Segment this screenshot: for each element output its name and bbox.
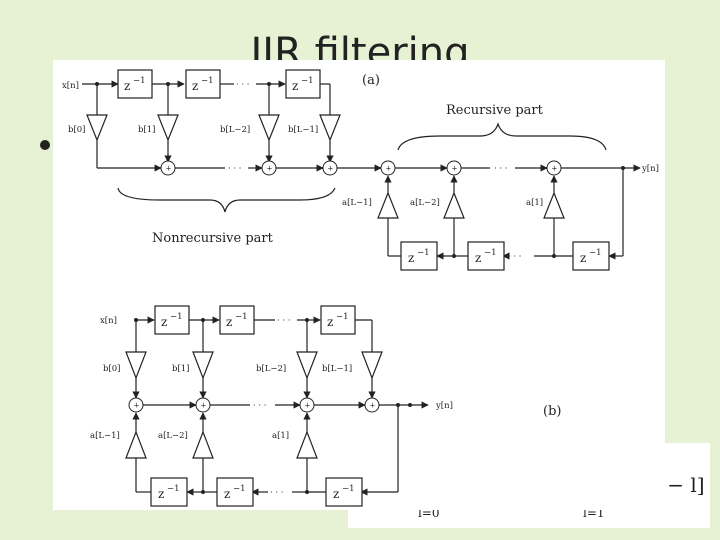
- svg-text:z: z: [327, 315, 333, 329]
- diagram-b-delay-1: z−1: [154, 305, 190, 335]
- svg-text:−1: −1: [235, 312, 248, 322]
- svg-text:z: z: [192, 79, 198, 93]
- diagram-a-coeff-aL1: a[L−1]: [342, 198, 372, 208]
- diagram-b-fb-delay-3: z−1: [325, 477, 363, 507]
- diagram-b-delay-2: z−1: [219, 305, 255, 335]
- svg-text:+: +: [386, 165, 392, 173]
- diagram-a-gain-b1: [157, 114, 179, 142]
- svg-text:z: z: [475, 251, 481, 265]
- svg-text:+: +: [328, 165, 334, 173]
- svg-text:−1: −1: [233, 484, 246, 494]
- diagram-b-sum-nodes: + + + +: [128, 397, 380, 413]
- diagram-a-mid-ellipsis: · · ·: [228, 164, 242, 174]
- svg-text:−1: −1: [133, 76, 146, 86]
- diagram-b: x[n] (b) · · · z−1 z−1 z−1 b[0] b[1: [90, 305, 561, 507]
- diagram-b-coeff-bL1: b[L−1]: [322, 364, 352, 374]
- diagram-a-top-ellipsis: · · ·: [236, 80, 250, 90]
- diagram-a-coeff-a1: a[1]: [526, 198, 543, 208]
- svg-text:z: z: [408, 251, 414, 265]
- svg-text:−1: −1: [170, 312, 183, 322]
- diagram-b-delay-3: z−1: [320, 305, 356, 335]
- diagram-b-coeff-b1: b[1]: [172, 364, 189, 374]
- diagram-b-coeff-b0: b[0]: [103, 364, 120, 374]
- svg-text:+: +: [552, 165, 558, 173]
- svg-text:−1: −1: [342, 484, 355, 494]
- diagram-a-panel-label: (a): [362, 73, 380, 88]
- diagram-b-coeff-aL2: a[L−2]: [158, 431, 188, 441]
- diagram-b-coeff-aL1: a[L−1]: [90, 431, 120, 441]
- iir-block-diagram-figure: x[n] (a) · · · z−1 z−1 z−1: [53, 60, 665, 510]
- diagram-a-nonrecursive-label: Nonrecursive part: [152, 231, 274, 246]
- diagram-a: x[n] (a) · · · z−1 z−1 z−1: [62, 69, 659, 271]
- diagram-b-input-label: x[n]: [100, 316, 117, 326]
- svg-text:z: z: [580, 251, 586, 265]
- diagram-b-gain-b1: [192, 351, 214, 380]
- svg-text:z: z: [124, 79, 130, 93]
- diagram-b-fb-delay-1: z−1: [150, 477, 188, 507]
- diagram-b-panel-label: (b): [543, 404, 561, 419]
- svg-text:−1: −1: [167, 484, 180, 494]
- diagram-a-coeff-bL2: b[L−2]: [220, 125, 250, 135]
- diagram-b-gain-bL2: [296, 351, 318, 380]
- diagram-b-gain-aL2: [192, 430, 214, 459]
- svg-text:−1: −1: [336, 312, 349, 322]
- svg-text:+: +: [305, 402, 311, 410]
- diagram-a-gain-bL2: [258, 114, 280, 142]
- diagram-a-fb-delay-3: z−1: [572, 241, 610, 271]
- diagram-b-coeff-bL2: b[L−2]: [256, 364, 286, 374]
- svg-text:z: z: [224, 487, 230, 501]
- diagram-a-gain-aL1: [377, 191, 399, 219]
- svg-text:+: +: [201, 402, 207, 410]
- diagram-a-rec-ellipsis: · · ·: [494, 164, 508, 174]
- diagram-a-gain-b0: [86, 114, 108, 142]
- svg-text:+: +: [452, 165, 458, 173]
- svg-text:+: +: [370, 402, 376, 410]
- svg-text:−1: −1: [589, 248, 602, 258]
- iir-block-diagram-svg: x[n] (a) · · · z−1 z−1 z−1: [62, 69, 659, 507]
- diagram-a-coeff-aL2: a[L−2]: [410, 198, 440, 208]
- diagram-a-gain-a1: [543, 191, 565, 219]
- diagram-a-delay-1: z−1: [117, 69, 153, 99]
- diagram-a-delay-2: z−1: [185, 69, 221, 99]
- diagram-b-gain-a1: [296, 430, 318, 459]
- diagram-a-input-label: x[n]: [62, 81, 79, 91]
- diagram-a-delay-3: z−1: [285, 69, 321, 99]
- svg-text:z: z: [226, 315, 232, 329]
- svg-text:−1: −1: [417, 248, 430, 258]
- diagram-a-bottom-ellipsis: · · ·: [508, 252, 522, 262]
- svg-text:+: +: [134, 402, 140, 410]
- diagram-b-output-label: y[n]: [435, 401, 453, 411]
- svg-text:−1: −1: [484, 248, 497, 258]
- svg-text:+: +: [267, 165, 273, 173]
- bullet-marker: [40, 140, 50, 150]
- diagram-b-top-ellipsis: · · ·: [277, 316, 291, 326]
- diagram-a-fb-delay-2: z−1: [467, 241, 505, 271]
- diagram-a-nonrecursive-brace: [117, 187, 336, 213]
- diagram-b-gain-b0: [125, 351, 147, 380]
- diagram-b-gain-bL1: [361, 351, 383, 380]
- diagram-a-coeff-b0: b[0]: [68, 125, 85, 135]
- svg-text:+: +: [166, 165, 172, 173]
- svg-text:−1: −1: [301, 76, 314, 86]
- diagram-b-mid-ellipsis: · · ·: [253, 401, 267, 411]
- svg-text:z: z: [292, 79, 298, 93]
- diagram-a-sum-nodes: + + + + + +: [160, 160, 562, 176]
- diagram-a-recursive-brace: [397, 122, 607, 151]
- diagram-b-fb-delay-2: z−1: [216, 477, 254, 507]
- diagram-a-coeff-b1: b[1]: [138, 125, 155, 135]
- diagram-a-gain-bL1: [319, 114, 341, 142]
- diagram-a-output-label: y[n]: [641, 164, 659, 174]
- diagram-b-bottom-ellipsis: · · ·: [270, 488, 284, 498]
- svg-text:z: z: [161, 315, 167, 329]
- diagram-b-coeff-a1: a[1]: [272, 431, 289, 441]
- diagram-a-recursive-label: Recursive part: [446, 103, 544, 118]
- diagram-a-gain-aL2: [443, 191, 465, 219]
- diagram-a-fb-delay-1: z−1: [400, 241, 438, 271]
- diagram-a-coeff-bL1: b[L−1]: [288, 125, 318, 135]
- diagram-b-gain-aL1: [125, 430, 147, 459]
- svg-text:z: z: [158, 487, 164, 501]
- svg-text:z: z: [333, 487, 339, 501]
- svg-text:−1: −1: [201, 76, 214, 86]
